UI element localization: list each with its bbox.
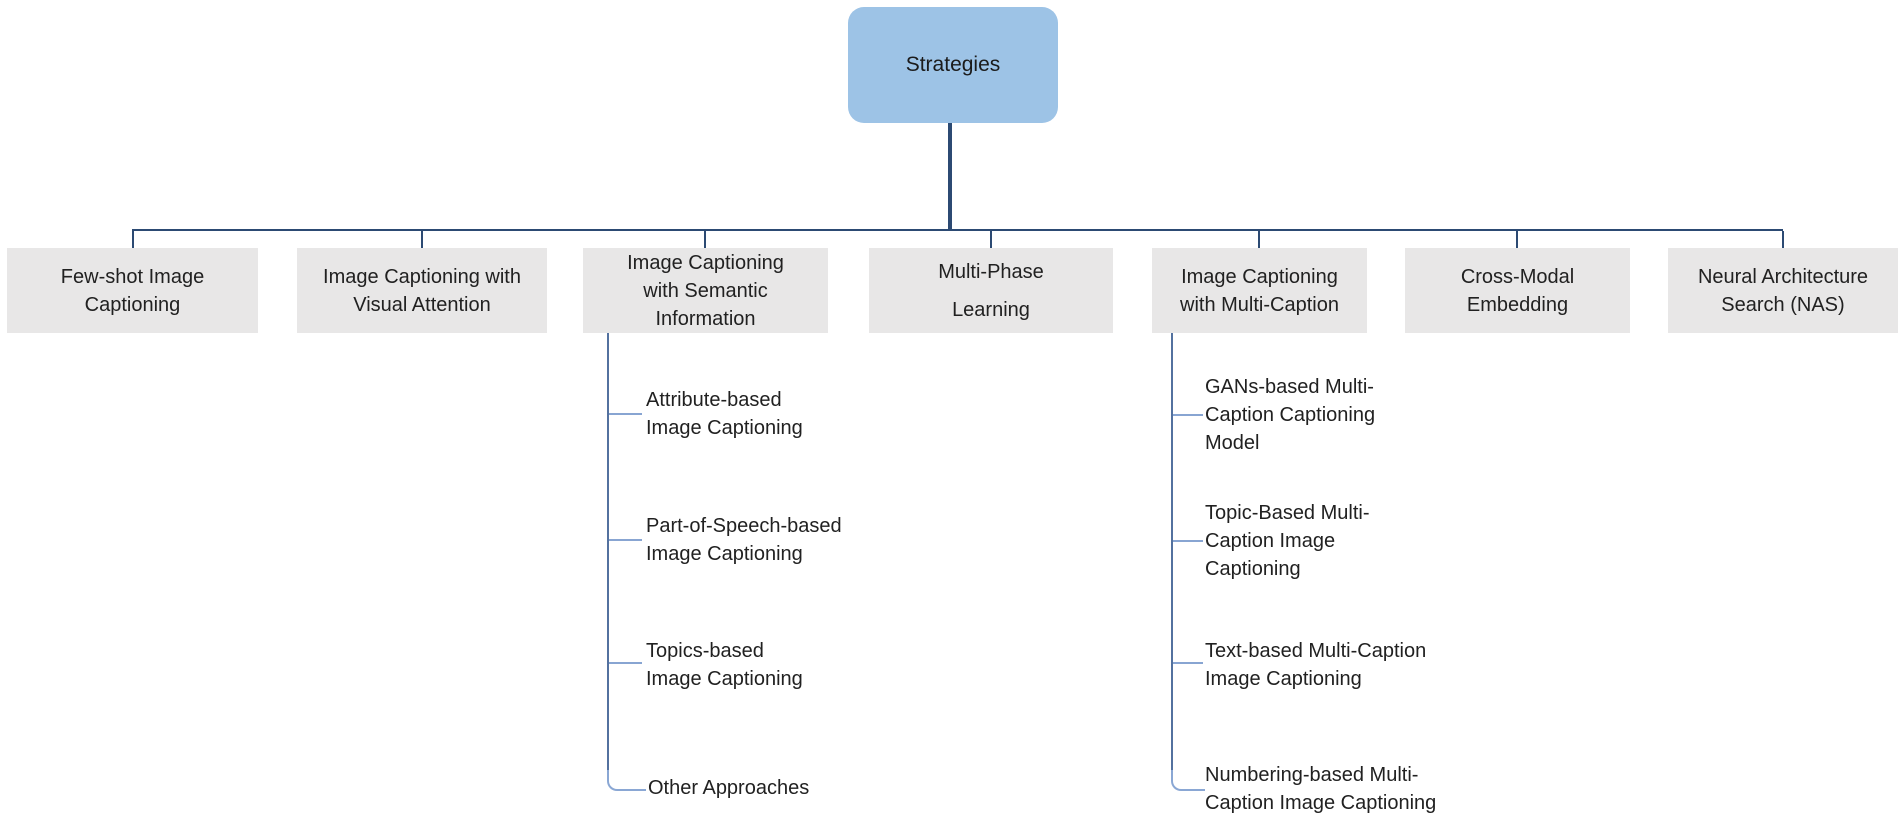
- branch-label: Image Captioning with Multi-Caption: [1180, 265, 1339, 316]
- semantic-children-elbow-line: [607, 770, 646, 791]
- branch-drop-line-3: [704, 231, 706, 248]
- branch-label: Image Captioning with Visual Attention: [323, 265, 521, 316]
- leaf-numbering-based: Numbering-based Multi- Caption Image Cap…: [1205, 764, 1437, 814]
- branch-node-multi-caption: Image Captioning with Multi-Caption: [1152, 248, 1367, 333]
- branch-drop-line-2: [421, 231, 423, 248]
- branch-drop-line-1: [132, 231, 134, 248]
- branch-drop-line-4: [990, 231, 992, 248]
- leaf-topics-based: Topics-based Image Captioning: [646, 640, 803, 690]
- branch-drop-line-7: [1782, 231, 1784, 248]
- trunk-connector-line: [948, 123, 952, 230]
- leaf-text-based: Text-based Multi-Caption Image Captionin…: [1205, 640, 1427, 690]
- multicaption-child-tick-1: [1173, 414, 1203, 416]
- branch-node-visual-attention: Image Captioning with Visual Attention: [297, 248, 547, 333]
- semantic-children-vertical-line: [607, 333, 609, 770]
- multicaption-children-elbow-line: [1171, 770, 1205, 791]
- root-node-strategies: Strategies: [848, 7, 1058, 123]
- leaf-attribute-based: Attribute-based Image Captioning: [646, 389, 803, 439]
- horizontal-connector-line: [132, 229, 1783, 231]
- semantic-child-tick-1: [609, 413, 642, 415]
- root-label: Strategies: [905, 53, 1001, 76]
- branch-node-multi-phase: Multi-Phase Learning: [869, 248, 1113, 333]
- branch-label: Neural Architecture Search (NAS): [1697, 265, 1869, 316]
- branch-node-cross-modal: Cross-Modal Embedding: [1405, 248, 1630, 333]
- leaf-gans-based: GANs-based Multi- Caption Captioning Mod…: [1205, 376, 1376, 454]
- branch-node-few-shot: Few-shot Image Captioning: [7, 248, 258, 333]
- multicaption-child-tick-3: [1173, 662, 1203, 664]
- branch-label: Few-shot Image Captioning: [60, 265, 205, 316]
- leaf-other-approaches: Other Approaches: [648, 777, 810, 799]
- branch-label: Multi-Phase Learning: [938, 260, 1044, 321]
- semantic-child-tick-2: [609, 539, 642, 541]
- branch-node-nas: Neural Architecture Search (NAS): [1668, 248, 1898, 333]
- branch-node-semantic-information: Image Captioning with Semantic Informati…: [583, 248, 828, 333]
- leaf-topic-based: Topic-Based Multi- Caption Image Caption…: [1205, 502, 1370, 580]
- branch-drop-line-6: [1516, 231, 1518, 248]
- semantic-child-tick-3: [609, 662, 642, 664]
- branch-label: Image Captioning with Semantic Informati…: [627, 251, 784, 330]
- leaf-part-of-speech-based: Part-of-Speech-based Image Captioning: [646, 515, 842, 565]
- branch-drop-line-5: [1258, 231, 1260, 248]
- branch-label: Cross-Modal Embedding: [1460, 265, 1575, 316]
- multicaption-child-tick-2: [1173, 540, 1203, 542]
- multicaption-children-vertical-line: [1171, 333, 1173, 770]
